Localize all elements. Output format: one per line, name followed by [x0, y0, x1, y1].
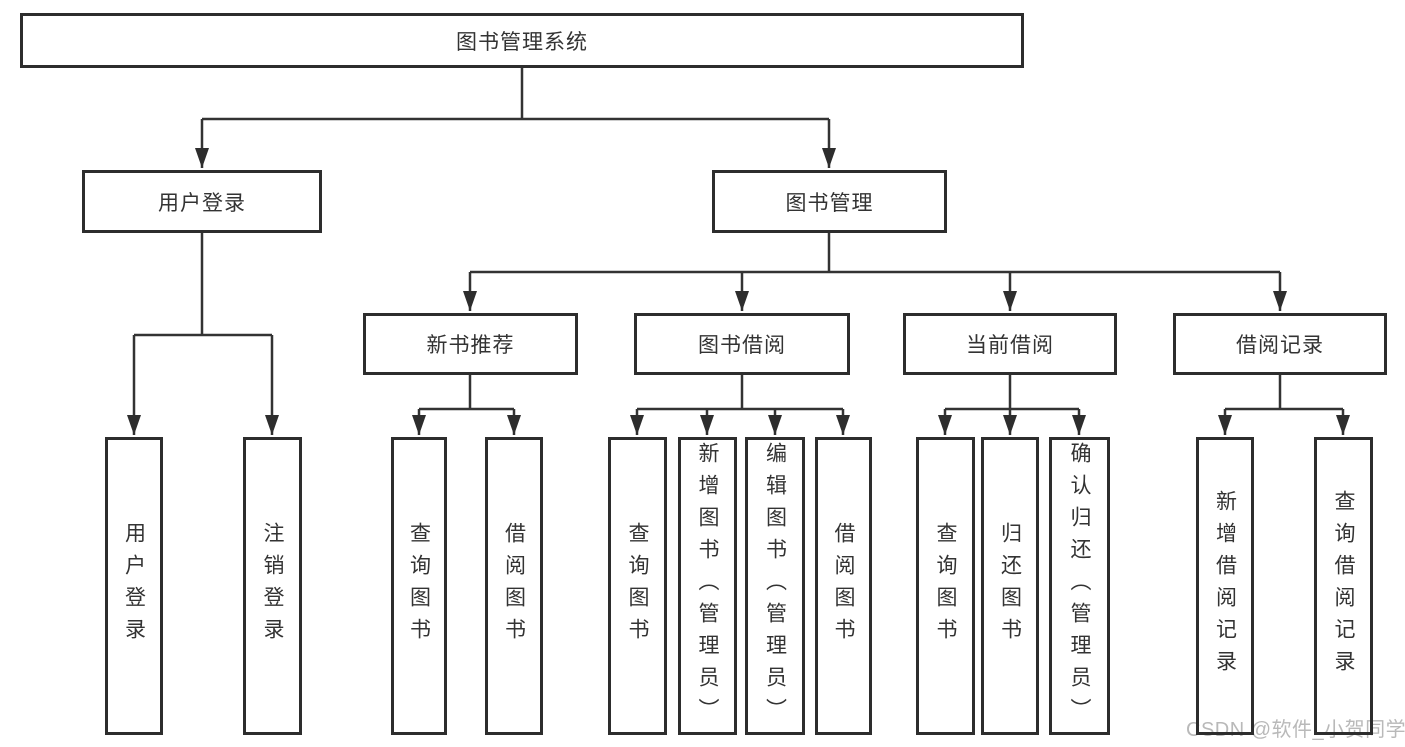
node-query-books-2-label: 查询图书 — [626, 522, 649, 650]
node-logout-action: 注销登录 — [243, 437, 302, 735]
node-book-borrow: 图书借阅 — [634, 313, 850, 375]
node-borrow-book-1: 借阅图书 — [485, 437, 543, 735]
node-logout-action-label: 注销登录 — [261, 522, 284, 650]
node-query-books-1: 查询图书 — [391, 437, 447, 735]
node-borrow-book-2-label: 借阅图书 — [832, 522, 855, 650]
node-add-book-admin: 新增图书（管理员） — [678, 437, 737, 735]
node-new-book-recommend-label: 新书推荐 — [426, 334, 515, 357]
node-confirm-return-admin: 确认归还（管理员） — [1049, 437, 1110, 735]
watermark: CSDN @软件_小贺同学 — [1186, 719, 1405, 741]
node-book-management: 图书管理 — [712, 170, 947, 233]
node-add-borrow-record-label: 新增借阅记录 — [1213, 490, 1237, 682]
node-root: 图书管理系统 — [20, 13, 1024, 68]
node-query-borrow-record: 查询借阅记录 — [1314, 437, 1373, 735]
node-current-borrow: 当前借阅 — [903, 313, 1117, 375]
node-query-borrow-record-label: 查询借阅记录 — [1332, 490, 1355, 682]
node-current-borrow-label: 当前借阅 — [966, 334, 1054, 357]
node-root-label: 图书管理系统 — [456, 30, 588, 54]
node-return-book-label: 归还图书 — [998, 522, 1022, 650]
node-book-borrow-label: 图书借阅 — [698, 334, 786, 357]
node-user-login-action-label: 用户登录 — [122, 522, 146, 650]
node-user-login: 用户登录 — [82, 170, 322, 233]
node-edit-book-admin-label: 编辑图书（管理员） — [763, 442, 787, 730]
node-borrow-records-label: 借阅记录 — [1236, 334, 1324, 357]
node-user-login-label: 用户登录 — [158, 191, 246, 215]
node-borrow-book-1-label: 借阅图书 — [502, 522, 526, 650]
node-return-book: 归还图书 — [981, 437, 1039, 735]
node-user-login-action: 用户登录 — [105, 437, 163, 735]
node-borrow-records: 借阅记录 — [1173, 313, 1387, 375]
node-query-books-2: 查询图书 — [608, 437, 667, 735]
node-add-book-admin-label: 新增图书（管理员） — [696, 442, 719, 730]
node-confirm-return-admin-label: 确认归还（管理员） — [1068, 442, 1091, 730]
node-book-management-label: 图书管理 — [785, 191, 874, 215]
node-query-books-1-label: 查询图书 — [407, 522, 431, 650]
node-borrow-book-2: 借阅图书 — [815, 437, 872, 735]
node-query-books-3: 查询图书 — [916, 437, 975, 735]
node-add-borrow-record: 新增借阅记录 — [1196, 437, 1254, 735]
node-new-book-recommend: 新书推荐 — [363, 313, 578, 375]
node-edit-book-admin: 编辑图书（管理员） — [745, 437, 805, 735]
node-query-books-3-label: 查询图书 — [934, 522, 957, 650]
